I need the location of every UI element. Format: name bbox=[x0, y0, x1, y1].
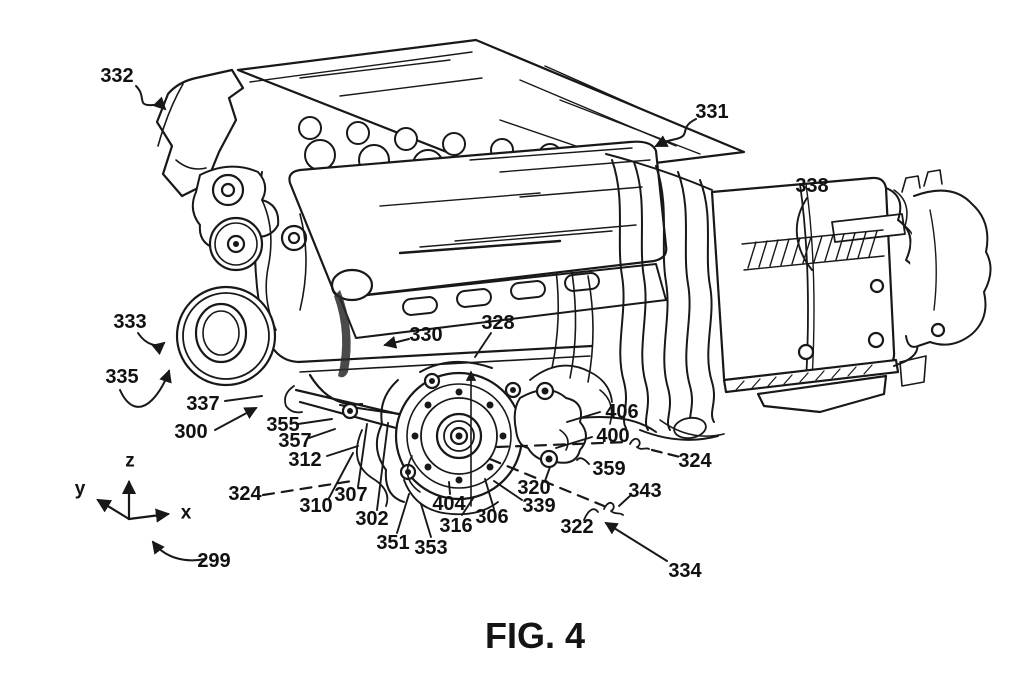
arrow-299 bbox=[151, 540, 206, 562]
arrow-333 bbox=[137, 332, 166, 356]
motor-generator bbox=[375, 360, 524, 507]
ref-label-404: 404 bbox=[432, 493, 466, 515]
transmission-pan bbox=[756, 374, 888, 414]
ref-label-343: 343 bbox=[628, 480, 662, 502]
valve-cover-hatching bbox=[379, 147, 651, 255]
left-mount-bracket bbox=[284, 385, 499, 516]
rail-hatching bbox=[735, 364, 873, 391]
front-accessory-drive bbox=[175, 165, 351, 387]
ref-label-316: 316 bbox=[439, 515, 473, 537]
axis-label-z: z bbox=[125, 450, 135, 472]
arrow-332 bbox=[135, 85, 167, 111]
ref-label-330: 330 bbox=[409, 324, 443, 346]
ref-label-335: 335 bbox=[105, 366, 139, 388]
valve-cover bbox=[288, 140, 668, 302]
coordinate-triad bbox=[96, 479, 171, 523]
ref-label-334: 334 bbox=[668, 560, 702, 582]
axis-label-x: x bbox=[180, 502, 192, 524]
ref-label-355: 355 bbox=[266, 414, 300, 436]
ref-label-333: 333 bbox=[113, 311, 147, 333]
end-cap bbox=[905, 189, 992, 348]
axis-label-y: y bbox=[74, 478, 86, 500]
ref-label-359: 359 bbox=[592, 458, 626, 480]
shading-crescent bbox=[334, 290, 351, 378]
ref-label-310: 310 bbox=[299, 495, 333, 517]
ref-label-332: 332 bbox=[100, 65, 134, 87]
ref-label-320: 320 bbox=[517, 477, 551, 499]
ref-label-357: 357 bbox=[278, 430, 312, 452]
arrow-330 bbox=[383, 336, 410, 349]
ref-label-299: 299 bbox=[197, 550, 231, 572]
break-squiggle bbox=[629, 437, 650, 450]
leader-lines bbox=[224, 197, 813, 538]
x-axis bbox=[127, 508, 171, 523]
bell-housing bbox=[605, 153, 725, 441]
ref-label-351: 351 bbox=[376, 532, 410, 554]
ref-label-353: 353 bbox=[414, 537, 448, 559]
ref-label-328: 328 bbox=[481, 312, 515, 334]
ref-label-324: 324 bbox=[678, 450, 712, 472]
ref-label-338: 338 bbox=[795, 175, 829, 197]
engine-lift-bracket bbox=[155, 68, 245, 198]
bolt-circle bbox=[411, 388, 507, 484]
arrow-335 bbox=[119, 369, 172, 408]
ref-label-400: 400 bbox=[596, 425, 630, 447]
arrow-331 bbox=[654, 118, 697, 147]
transmission bbox=[710, 169, 992, 414]
ref-label-331: 331 bbox=[695, 101, 729, 123]
ref-label-324: 324 bbox=[228, 483, 262, 505]
ref-label-312: 312 bbox=[288, 449, 322, 471]
ref-label-406: 406 bbox=[605, 401, 639, 423]
arrow-334 bbox=[604, 521, 668, 562]
arrow-leaders bbox=[119, 85, 697, 562]
ref-label-307: 307 bbox=[334, 484, 368, 506]
ref-label-339: 339 bbox=[522, 495, 556, 517]
ref-label-300: 300 bbox=[174, 421, 208, 443]
arrow-300 bbox=[214, 407, 258, 431]
ref-label-306: 306 bbox=[475, 506, 509, 528]
ref-label-337: 337 bbox=[186, 393, 220, 415]
ref-label-302: 302 bbox=[355, 508, 389, 530]
y-axis bbox=[96, 498, 131, 521]
figure-caption: FIG. 4 bbox=[484, 615, 586, 656]
ref-label-322: 322 bbox=[560, 516, 594, 538]
exhaust-ports bbox=[402, 272, 600, 316]
break-squiggle bbox=[603, 501, 624, 516]
